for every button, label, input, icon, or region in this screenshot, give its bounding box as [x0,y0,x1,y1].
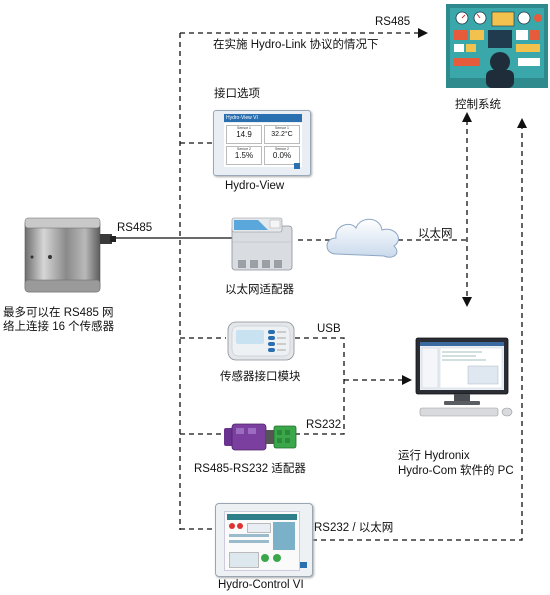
hydro-view-label: Hydro-View [225,180,285,192]
rs485-left-label: RS485 [117,222,153,234]
ethernet-label: 以太网 [418,228,453,240]
hydro-view-cell: Sensor 2 0.0% [264,146,300,165]
rs232-ethernet-label: RS232 / 以太网 [314,522,394,534]
sensor-icon [24,217,116,293]
hydrolink-note: 在实施 Hydro-Link 协议的情况下 [213,39,379,51]
rs485-rs232-adapter-label: RS485-RS232 适配器 [194,463,306,475]
sensor-interface-module-label: 传感器接口模块 [220,371,301,383]
hydro-control-screen [224,511,300,571]
ethernet-adapter-label: 以太网适配器 [225,284,294,296]
hydro-view-cell: Sensor 1 32.2°C [264,125,300,144]
control-system-icon [446,4,548,88]
sensor-interface-module-icon [227,321,295,361]
hydro-view-screen-title: Hydro-View VI [224,114,302,122]
hydro-control-icon [215,503,313,577]
hydro-view-cell: Sensor 1 14.9 [226,125,262,144]
hydro-control-label: Hydro-Control VI [218,579,304,591]
usb-line [295,337,345,380]
sensor-note-line2: 络上连接 16 个传感器 [3,321,115,333]
hydronix-logo-icon [294,163,300,169]
sensor-note-line1: 最多可以在 RS485 网 [3,307,114,319]
pc-label-line2: Hydro-Com 软件的 PC [398,465,514,477]
hydro-view-screen: Sensor 1 14.9 Sensor 1 32.2°C Sensor 2 1… [224,123,302,167]
interface-options-title: 接口选项 [214,88,260,100]
rs232-label: RS232 [306,419,342,431]
pc-icon [415,337,513,417]
usb-label: USB [317,323,341,335]
control-system-label: 控制系统 [455,99,501,111]
rs485-top-label: RS485 [375,16,411,28]
rs485-rs232-adapter-icon [224,423,297,451]
pc-label-line1: 运行 Hydronix [398,450,470,462]
rs232-line [295,380,345,435]
ethernet-adapter-icon [231,217,293,271]
hydro-view-cell: Sensor 2 1.5% [226,146,262,165]
hydronix-logo-icon [300,562,307,568]
cloud-icon [326,218,399,258]
hydro-view-icon: Hydro-View VI Sensor 1 14.9 Sensor 1 32.… [213,110,311,176]
control-to-system-line [312,118,527,541]
